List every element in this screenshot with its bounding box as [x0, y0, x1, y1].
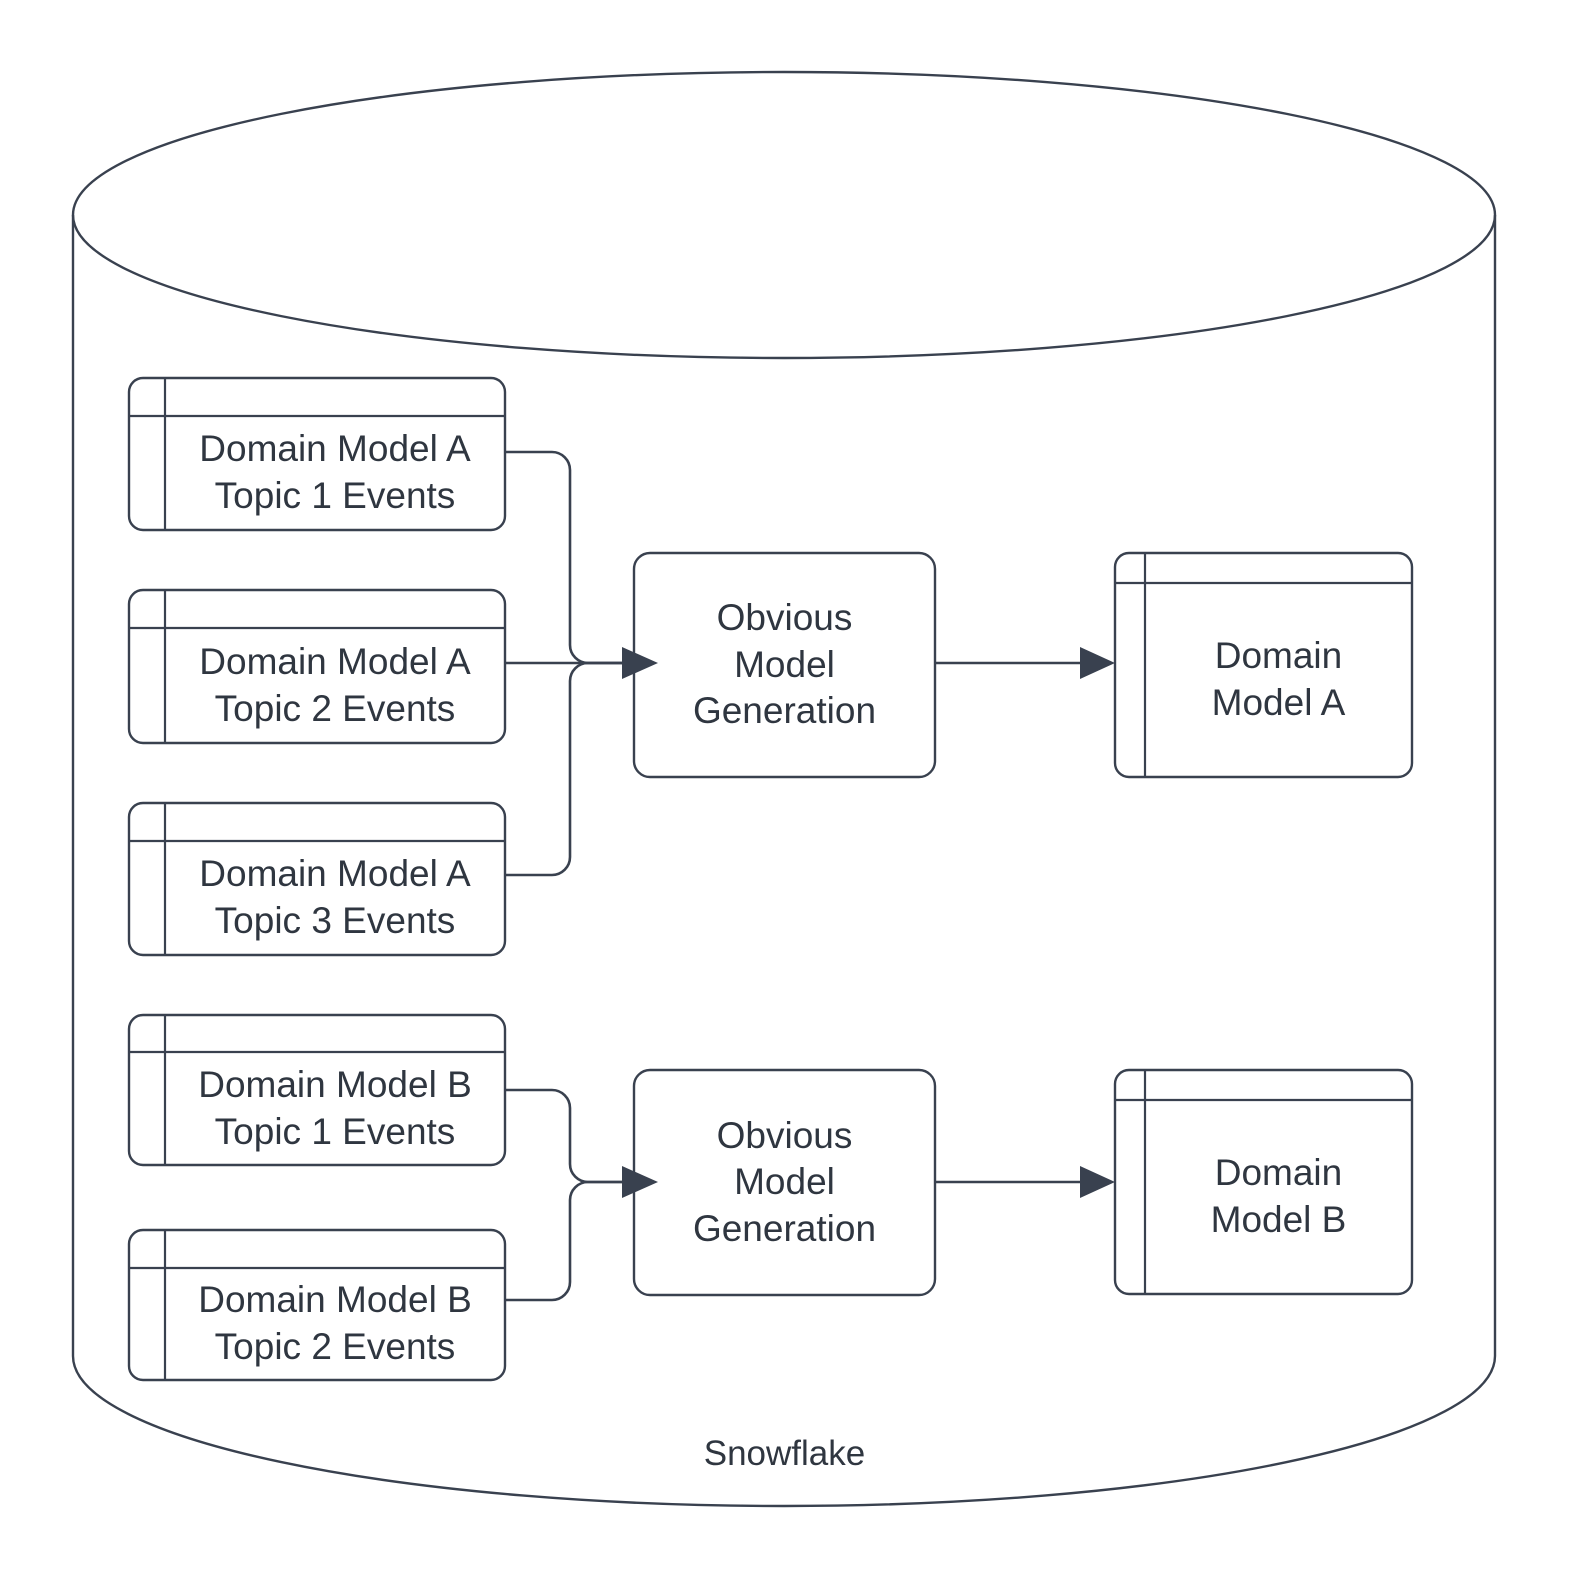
table-b1-outline — [127, 1013, 507, 1167]
arrowhead-into-o1 — [1080, 647, 1115, 679]
output-shape-o2[interactable] — [1113, 1068, 1414, 1296]
edge-b2-to-p2 — [505, 1180, 622, 1302]
process-box-p1[interactable] — [632, 551, 937, 779]
arrowhead-into-p2 — [622, 1166, 658, 1198]
table-shape-a3[interactable] — [127, 801, 507, 957]
cylinder-bottom-arc — [71, 1355, 1497, 1508]
table-shape-a2[interactable] — [127, 588, 507, 745]
arrowhead-into-o2 — [1080, 1166, 1115, 1198]
output-shape-o1[interactable] — [1113, 551, 1414, 779]
table-shape-b2[interactable] — [127, 1228, 507, 1382]
table-a1-outline — [127, 376, 507, 532]
table-a3-outline — [127, 801, 507, 957]
edge-a3-to-p1 — [505, 661, 622, 877]
table-shape-b1[interactable] — [127, 1013, 507, 1167]
table-a2-outline — [127, 588, 507, 745]
edge-b1-to-p2 — [505, 1088, 622, 1184]
arrowhead-into-p1 — [622, 647, 658, 679]
output-o1-outline — [1113, 551, 1414, 779]
process-box-p2[interactable] — [632, 1068, 937, 1297]
cylinder-label: Snowflake — [703, 1434, 866, 1473]
cylinder-top-ellipse — [71, 70, 1497, 360]
table-b2-outline — [127, 1228, 507, 1382]
output-o2-outline — [1113, 1068, 1414, 1296]
table-shape-a1[interactable] — [127, 376, 507, 532]
